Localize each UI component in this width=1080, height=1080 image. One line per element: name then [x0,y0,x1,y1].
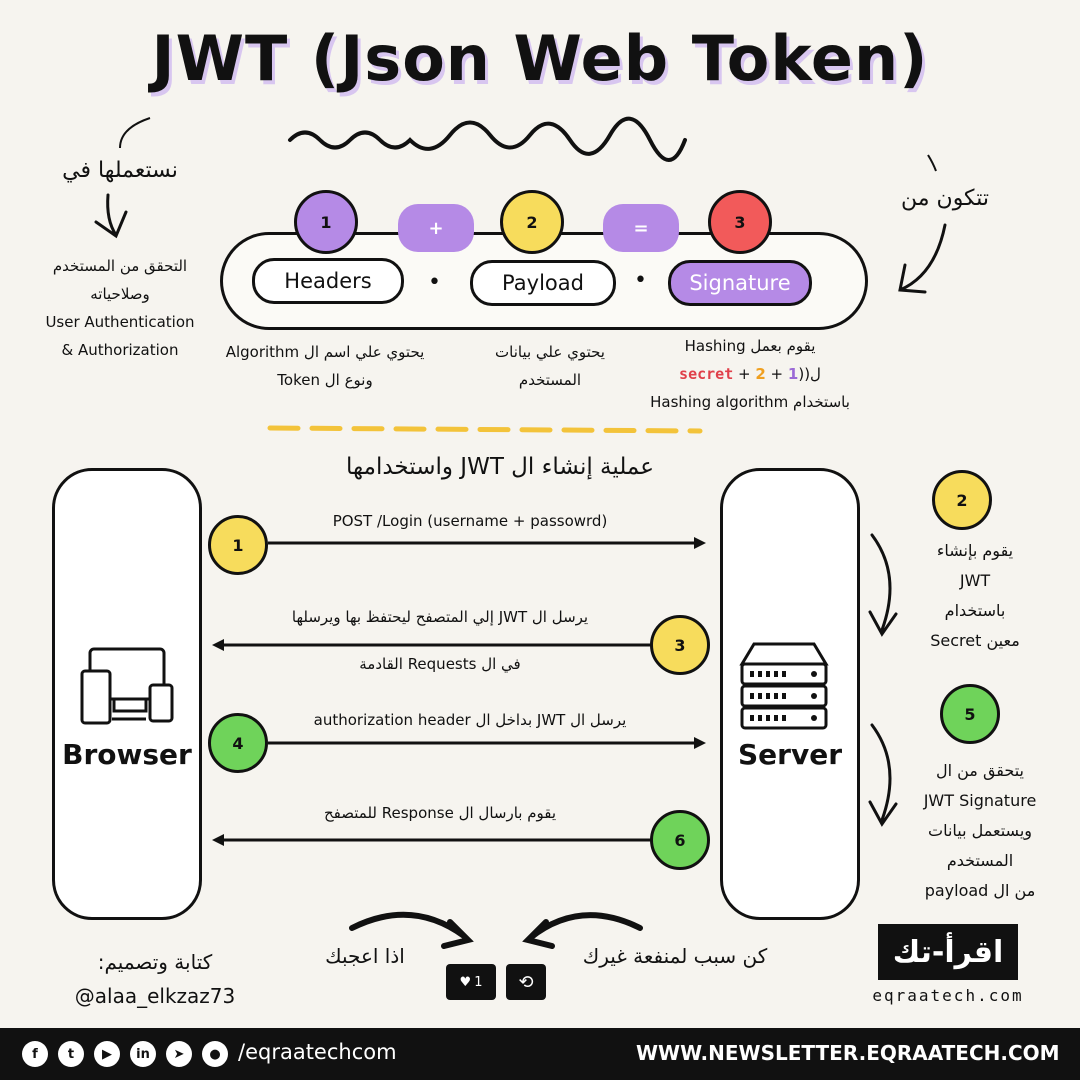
signature-part: Signature [668,260,812,306]
side-step-5-line: JWT Signature [923,791,1037,810]
footer-handle[interactable]: /eqraatechcom [238,1040,397,1064]
consists-label: تتكون من [901,186,989,211]
dot-separator-2: • [634,268,647,293]
telegram-icon[interactable]: ➤ [166,1041,192,1067]
side-step-2-text: يقوم بإنشاء JWT باستخدام Secret معين [895,536,1055,656]
headers-desc-2: ونوع ال Token [277,371,373,389]
dashed-divider [267,425,703,434]
payload-description: يحتوي علي بيانات المستخدم [450,338,650,394]
curved-arrow-left [119,117,151,149]
side-step-2-line: باستخدام [944,601,1006,620]
share-text: كن سبب لمنفعة غيرك [582,944,768,968]
footer-bar: f t ▶ in ➤ ● /eqraatechcom WWW.NEWSLETTE… [0,1028,1080,1080]
brand-site: eqraatech.com [872,986,1024,1005]
part-number-3: 3 [708,190,772,254]
step-1-circle: 1 [208,515,268,575]
flow-title: عملية إنشاء ال JWT واستخدامها [346,454,654,480]
linkedin-icon[interactable]: in [130,1041,156,1067]
side-step-2-circle: 2 [932,470,992,530]
sig-two-text: 2 [755,365,766,383]
github-icon[interactable]: ● [202,1041,228,1067]
sig-desc-3: باستخدام Hashing algorithm [650,393,850,411]
sig-plus-2: + [765,365,788,383]
side-step-5-circle: 5 [940,684,1000,744]
use-desc-en-1: User Authentication [45,313,195,331]
youtube-icon[interactable]: ▶ [94,1041,120,1067]
side-step-5-line: يتحقق من ال [935,761,1025,780]
headers-part: Headers [252,258,404,304]
payload-desc-1: يحتوي علي بيانات [495,343,605,361]
share-arrow [522,912,643,949]
step-3-text-1: يرسل ال JWT إلي المتصفح ليحتفظ بها ويرسل… [291,608,589,626]
headers-desc-1: يحتوي علي اسم ال Algorithm [225,343,425,361]
use-label: نستعملها في [62,158,178,183]
side-step-5-line: ويستعمل بيانات [928,821,1032,840]
sig-desc-2: ل( secret + 2 + 1) [630,360,870,388]
down-arrow-left [94,193,128,239]
dot-separator-1: • [428,270,441,295]
headers-description: يحتوي علي اسم ال Algorithm ونوع ال Token [200,338,450,394]
payload-desc-2: المستخدم [518,371,582,389]
credits-handle: @alaa_elkzaz73 [74,984,236,1008]
equals-operator: = [603,204,679,252]
part-number-1: 1 [294,190,358,254]
step-4-text: يرسل ال JWT بداخل ال authorization heade… [313,711,627,729]
step-6-circle: 6 [650,810,710,870]
server-label: Server [737,738,842,771]
like-button[interactable]: ♥ 1 [446,964,496,1000]
side-step-2-line: Secret معين [930,631,1020,650]
footer-url[interactable]: WWW.NEWSLETTER.EQRAATECH.COM [636,1041,1060,1065]
sig-secret-text: secret [679,365,734,383]
side-step-5-line: المستخدم [946,851,1014,870]
page-title: JWT (Json Web Token) [151,22,929,95]
credits-label: كتابة وتصميم: [97,950,213,974]
browser-box [52,468,202,920]
step-3-text-2: في ال Requests القادمة [359,655,521,673]
sig-desc-2-pre: ل( [804,365,821,383]
side-arrow-5 [868,723,898,827]
step-1-text: POST /Login (username + passowrd) [332,512,608,530]
side-step-2-line: يقوم بإنشاء [936,541,1014,560]
sig-one-text: 1 [787,365,799,383]
step-3-circle: 3 [650,615,710,675]
side-step-2-line: JWT [959,571,991,590]
use-desc-ar-1: التحقق من المستخدم [52,257,188,275]
use-desc-en-2: & Authorization [61,341,179,359]
side-step-5-text: يتحقق من ال JWT Signature ويستعمل بيانات… [895,756,1065,906]
side-step-5-line: من ال payload [924,881,1036,900]
payload-part: Payload [470,260,616,306]
down-arrow-right [898,223,947,294]
squiggle-underline [288,116,687,162]
devices-icon [80,647,174,725]
facebook-icon[interactable]: f [22,1041,48,1067]
brand-logo: اقرأ-تك [878,924,1018,980]
heart-icon: ♥ [459,974,472,990]
like-text: اذا اعجبك [325,944,405,968]
sig-desc-1: يقوم بعمل Hashing [684,337,816,355]
use-desc-ar-2: وصلاحياته [90,285,150,303]
like-count: 1 [474,974,483,990]
browser-label: Browser [62,738,192,771]
server-rack-icon [739,642,829,730]
like-arrow [349,911,474,949]
part-number-2: 2 [500,190,564,254]
step-6-text: يقوم بارسال ال Response للمتصفح [323,804,557,822]
use-description: التحقق من المستخدم وصلاحياته User Authen… [20,252,220,364]
side-arrow-2 [868,533,898,637]
repost-icon: ⟲ [518,971,534,993]
plus-operator: + [398,204,474,252]
repost-button[interactable]: ⟲ [506,964,546,1000]
sig-close-paren: ) [798,365,805,383]
signature-description: يقوم بعمل Hashing ل( secret + 2 + 1) باست… [630,332,870,416]
step-4-circle: 4 [208,713,268,773]
sig-plus-1: + [733,365,756,383]
curved-arrow-right [927,154,937,172]
twitter-icon[interactable]: t [58,1041,84,1067]
